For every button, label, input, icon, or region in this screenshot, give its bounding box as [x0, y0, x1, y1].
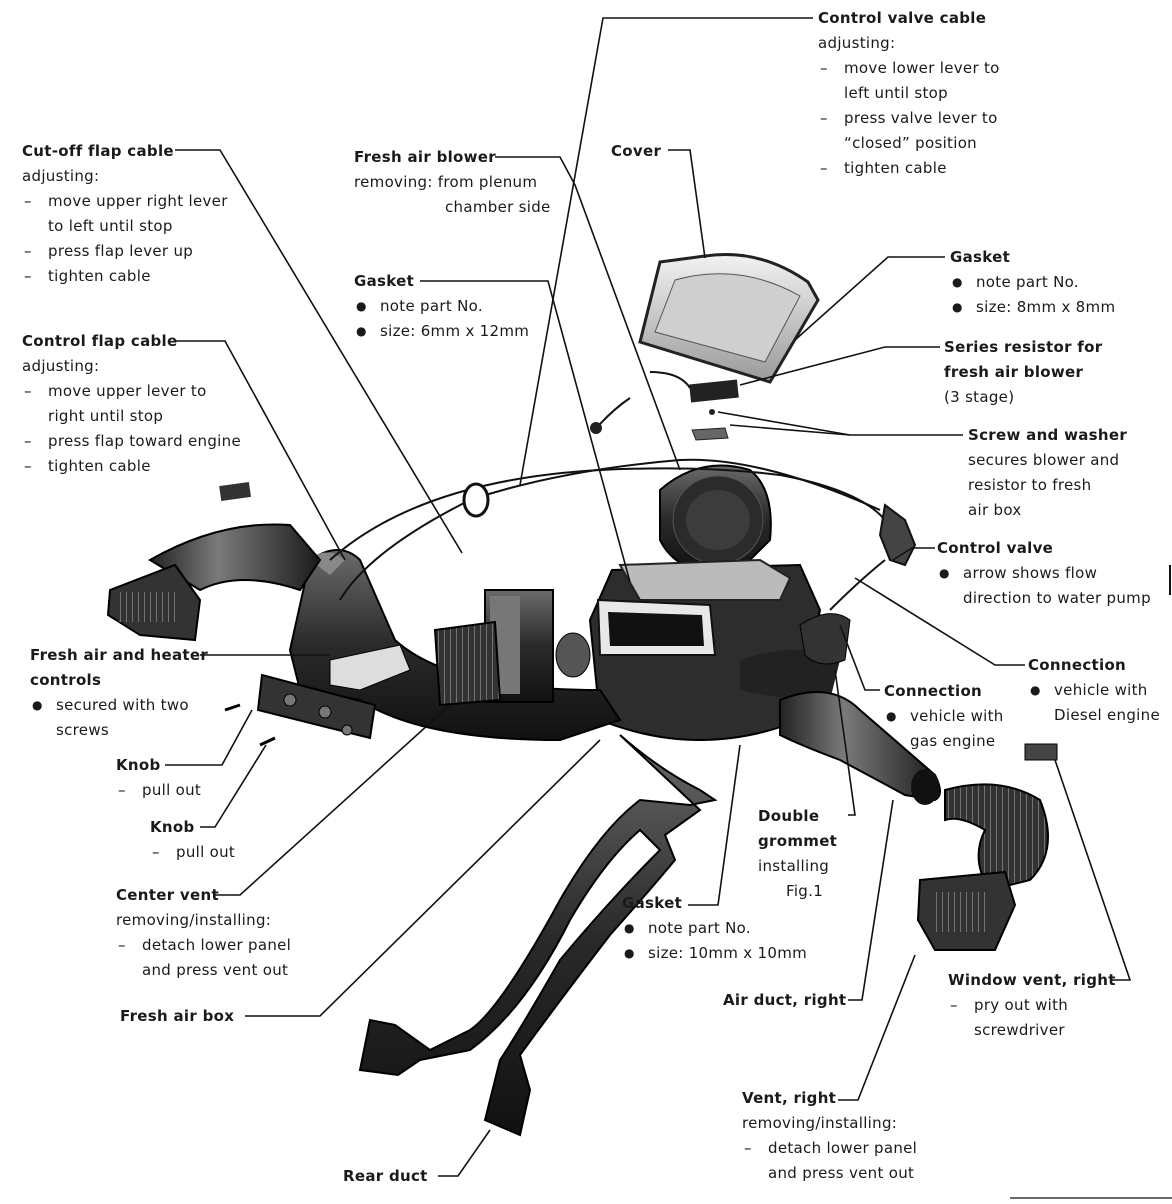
- label-double-grommet: Double grommet installing Fig.1: [758, 807, 838, 900]
- label-air-duct-right: Air duct, right: [723, 991, 847, 1009]
- series-resistor-part: [590, 371, 739, 441]
- label-cutoff-flap-cable: Cut-off flap cable adjusting: move upper…: [22, 139, 228, 289]
- leader-lines: [165, 17, 1132, 1177]
- label-gasket-top: Gasket note part No. size: 8mm x 8mm: [950, 245, 1115, 320]
- label-control-valve: Control valve arrow shows flow direction…: [937, 536, 1151, 611]
- window-vent-right-part: [916, 743, 1058, 951]
- heater-controls-part: [224, 644, 411, 747]
- label-vent-right: Vent, right removing/installing: detach …: [742, 1086, 917, 1186]
- label-gasket-bottom: Gasket note part No. size: 10mm x 10mm: [622, 891, 807, 966]
- label-fresh-air-box: Fresh air box: [120, 1007, 235, 1025]
- fresh-air-blower-part: [659, 464, 772, 573]
- label-center-vent: Center vent removing/installing: detach …: [116, 883, 291, 983]
- label-control-flap-cable: Control flap cable adjusting: move upper…: [22, 329, 241, 479]
- label-knob-2: Knob pull out: [150, 815, 235, 865]
- cables: [329, 458, 917, 611]
- label-window-vent-right: Window vent, right pry out with screwdri…: [948, 968, 1116, 1043]
- label-fresh-air-blower: Fresh air blower removing: from plenum c…: [354, 148, 551, 216]
- rear-duct-part: [358, 734, 718, 1137]
- fresh-air-box-part: [288, 549, 622, 742]
- label-knob-1: Knob pull out: [116, 753, 201, 803]
- air-duct-right-part: [779, 613, 941, 805]
- cover-part: [638, 252, 820, 384]
- label-connection-gas: Connection vehicle with gas engine: [884, 679, 1004, 754]
- label-control-valve-cable: Control valve cable adjusting: move lowe…: [818, 6, 1000, 181]
- left-duct-part: [106, 481, 322, 642]
- label-fresh-air-controls: Fresh air and heater controls secured wi…: [30, 643, 208, 743]
- label-rear-duct: Rear duct: [343, 1167, 428, 1185]
- label-gasket-mid: Gasket note part No. size: 6mm x 12mm: [354, 269, 529, 344]
- label-series-resistor: Series resistor for fresh air blower (3 …: [944, 338, 1103, 406]
- label-connection-diesel: Connection vehicle with Diesel engine: [1028, 653, 1160, 728]
- label-cover: Cover: [611, 142, 662, 160]
- heater-housing-part: [588, 558, 840, 741]
- label-screw-washer: Screw and washer secures blower and resi…: [968, 426, 1128, 519]
